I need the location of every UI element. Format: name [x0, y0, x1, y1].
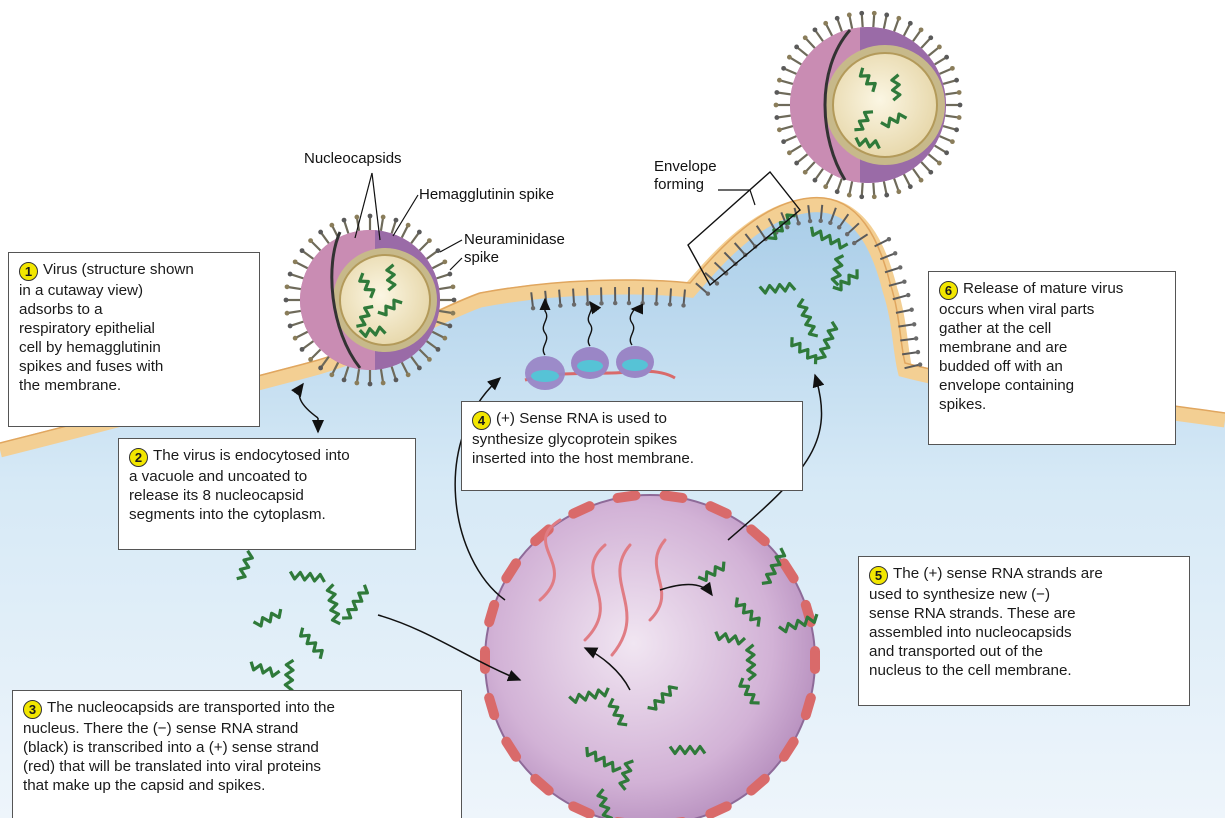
- step-5-badge: 5: [869, 566, 888, 585]
- label-hemagglutinin-spike: Hemagglutinin spike: [419, 186, 554, 204]
- step-2-text: The virus is endocytosed into a vacuole …: [129, 447, 350, 523]
- adsorbing-virus: [284, 214, 457, 387]
- label-nucleocapsids: Nucleocapsids: [304, 150, 402, 168]
- step-2-badge: 2: [129, 448, 148, 467]
- step-4-box: 4(+) Sense RNA is used to synthesize gly…: [461, 401, 803, 491]
- step-4-text: (+) Sense RNA is used to synthesize glyc…: [472, 410, 694, 467]
- label-envelope-forming: Envelope forming: [654, 158, 717, 194]
- step-3-text: The nucleocapsids are transported into t…: [23, 699, 335, 794]
- step-5-text: The (+) sense RNA strands are used to sy…: [869, 565, 1103, 679]
- step-6-badge: 6: [939, 281, 958, 300]
- budding-virus: [774, 11, 963, 199]
- step-4-badge: 4: [472, 411, 491, 430]
- step-3-badge: 3: [23, 700, 42, 719]
- step-1-text: Virus (structure shown in a cutaway view…: [19, 261, 194, 394]
- step-6-text: Release of mature virus occurs when vira…: [939, 280, 1123, 413]
- step-1-badge: 1: [19, 262, 38, 281]
- label-neuraminidase-spike: Neuraminidase spike: [464, 231, 565, 267]
